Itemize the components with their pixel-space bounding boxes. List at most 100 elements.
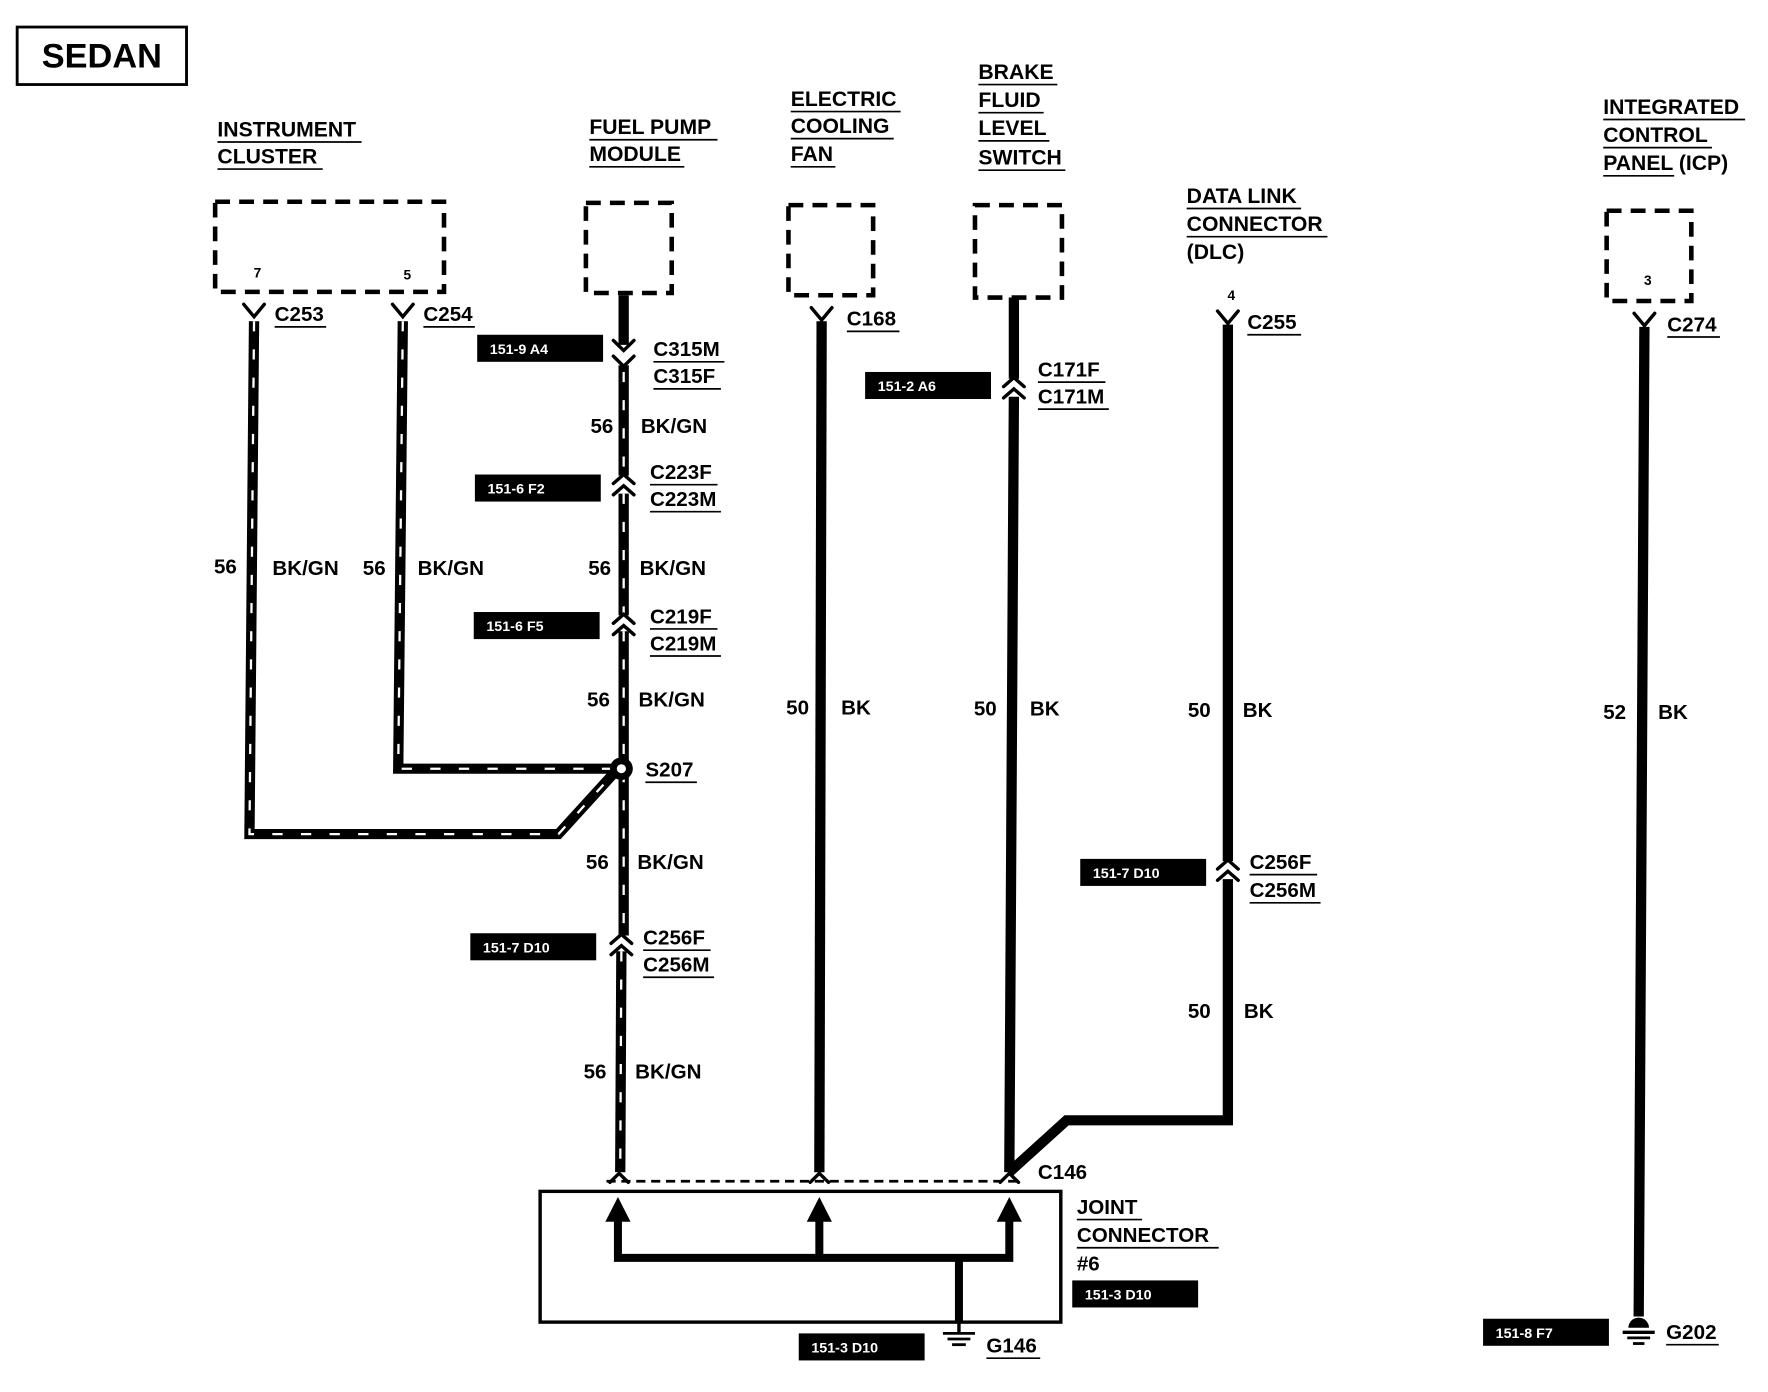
svg-text:151-3 D10: 151-3 D10 (811, 1341, 878, 1357)
svg-text:CLUSTER: CLUSTER (217, 146, 317, 169)
svg-text:151-9 A4: 151-9 A4 (490, 342, 548, 358)
svg-text:C171M: C171M (1038, 386, 1104, 409)
svg-text:56: 56 (588, 557, 611, 580)
fuel-pump-module-box (583, 200, 675, 296)
ref-tag-g202: 151-8 F7 (1483, 1318, 1609, 1346)
wire-instrument-cluster-7 (244, 321, 622, 840)
svg-text:56: 56 (584, 1061, 607, 1084)
c256-label-b: C256F C256M (1250, 851, 1321, 904)
svg-text:C146: C146 (1038, 1161, 1087, 1184)
joint-connector-6 (538, 1170, 1063, 1324)
svg-text:BK/GN: BK/GN (641, 415, 707, 438)
s207-label: S207 (645, 759, 697, 784)
ref-tag-c256-a: 151-7 D10 (470, 933, 597, 961)
wire-label-fp1: 56 BK/GN (590, 415, 707, 438)
svg-text:50: 50 (786, 697, 809, 720)
c315-label: C315M C315F (653, 338, 725, 390)
svg-text:C168: C168 (847, 308, 896, 331)
svg-text:BRAKE: BRAKE (978, 61, 1053, 84)
dlc-pin-4: 4 (1227, 288, 1235, 303)
svg-text:56: 56 (363, 557, 386, 580)
c223-connector-icon (611, 472, 636, 497)
svg-text:C315F: C315F (653, 365, 715, 388)
svg-text:BK: BK (1658, 701, 1688, 724)
svg-text:C256F: C256F (643, 927, 705, 950)
svg-text:151-8 F7: 151-8 F7 (1496, 1326, 1553, 1342)
c219-connector-icon (611, 612, 636, 637)
svg-text:CONTROL: CONTROL (1603, 124, 1708, 147)
svg-text:CONNECTOR: CONNECTOR (1077, 1224, 1210, 1247)
instrument-cluster-box (212, 199, 447, 295)
svg-text:(DLC): (DLC) (1187, 241, 1245, 264)
svg-text:151-2 A6: 151-2 A6 (878, 379, 936, 395)
svg-text:151-7 D10: 151-7 D10 (1093, 866, 1160, 882)
svg-text:#6: #6 (1077, 1252, 1100, 1275)
svg-text:C223F: C223F (650, 461, 712, 484)
fuel-pump-module-label: FUEL PUMP MODULE (589, 116, 718, 168)
c223-label: C223F C223M (650, 461, 721, 513)
svg-text:BK/GN: BK/GN (272, 557, 338, 580)
svg-text:50: 50 (1188, 1000, 1211, 1023)
svg-text:C219M: C219M (650, 632, 716, 655)
c171-connector-icon (1001, 375, 1026, 400)
data-link-connector-label: DATA LINK CONNECTOR (DLC) (1187, 185, 1328, 264)
electric-cooling-fan-label: ELECTRIC COOLING FAN (790, 88, 901, 168)
svg-text:151-3 D10: 151-3 D10 (1085, 1288, 1152, 1304)
g146-label: G146 (986, 1335, 1041, 1360)
joint-connector-label: JOINT CONNECTOR #6 (1077, 1196, 1219, 1275)
c168-label: C168 (847, 308, 900, 333)
c253-label: C253 (274, 303, 327, 328)
svg-text:C255: C255 (1247, 311, 1296, 334)
ref-tag-g146: 151-3 D10 (798, 1333, 925, 1361)
svg-text:G146: G146 (986, 1335, 1036, 1358)
c254-label: C254 (423, 303, 475, 328)
g202-label: G202 (1666, 1321, 1719, 1346)
svg-text:JOINT: JOINT (1077, 1196, 1138, 1219)
svg-text:C253: C253 (275, 303, 324, 326)
wire-brake-switch (1004, 297, 1020, 1173)
c254-connector-icon (390, 302, 415, 320)
wire-instrument-cluster-5 (393, 321, 618, 774)
c315-connector-icon (611, 338, 636, 369)
ref-tag-joint: 151-3 D10 (1072, 1280, 1199, 1308)
svg-text:52: 52 (1603, 701, 1626, 724)
svg-text:56: 56 (590, 415, 613, 438)
svg-text:BK: BK (1030, 698, 1060, 721)
wire-label-fp5: 56 BK/GN (584, 1061, 702, 1084)
sedan-title: SEDAN (15, 25, 188, 86)
wire-cooling-fan (814, 321, 827, 1173)
icp-pin-3: 3 (1644, 273, 1652, 288)
svg-text:LEVEL: LEVEL (978, 117, 1046, 140)
svg-text:BK/GN: BK/GN (635, 1061, 701, 1084)
svg-text:151-7 D10: 151-7 D10 (483, 941, 550, 957)
wire-fuel-pump-main (615, 295, 629, 1173)
c253-connector-icon (242, 302, 267, 320)
c256-connector-icon-a (609, 932, 634, 957)
wire-icp (1633, 326, 1650, 1317)
svg-text:INTEGRATED: INTEGRATED (1603, 96, 1739, 119)
electric-cooling-fan-box (786, 202, 876, 298)
ref-tag-c171: 151-2 A6 (865, 371, 991, 400)
instrument-cluster-pin-5: 5 (404, 268, 412, 283)
svg-text:151-6 F5: 151-6 F5 (486, 619, 543, 635)
c255-label: C255 (1247, 311, 1302, 336)
svg-text:BK/GN: BK/GN (640, 557, 706, 580)
c219-label: C219F C219M (650, 605, 721, 657)
brake-fluid-level-switch-label: BRAKE FLUID LEVEL SWITCH (978, 61, 1066, 172)
svg-text:C256M: C256M (643, 954, 709, 977)
s207-splice (609, 757, 633, 780)
ref-tag-c223: 151-6 F2 (474, 474, 601, 502)
svg-text:C274: C274 (1667, 314, 1717, 337)
svg-text:PANEL (ICP): PANEL (ICP) (1603, 152, 1728, 175)
svg-text:56: 56 (586, 851, 609, 874)
c171-label: C171F C171M (1038, 359, 1109, 410)
svg-text:C171F: C171F (1038, 359, 1100, 382)
